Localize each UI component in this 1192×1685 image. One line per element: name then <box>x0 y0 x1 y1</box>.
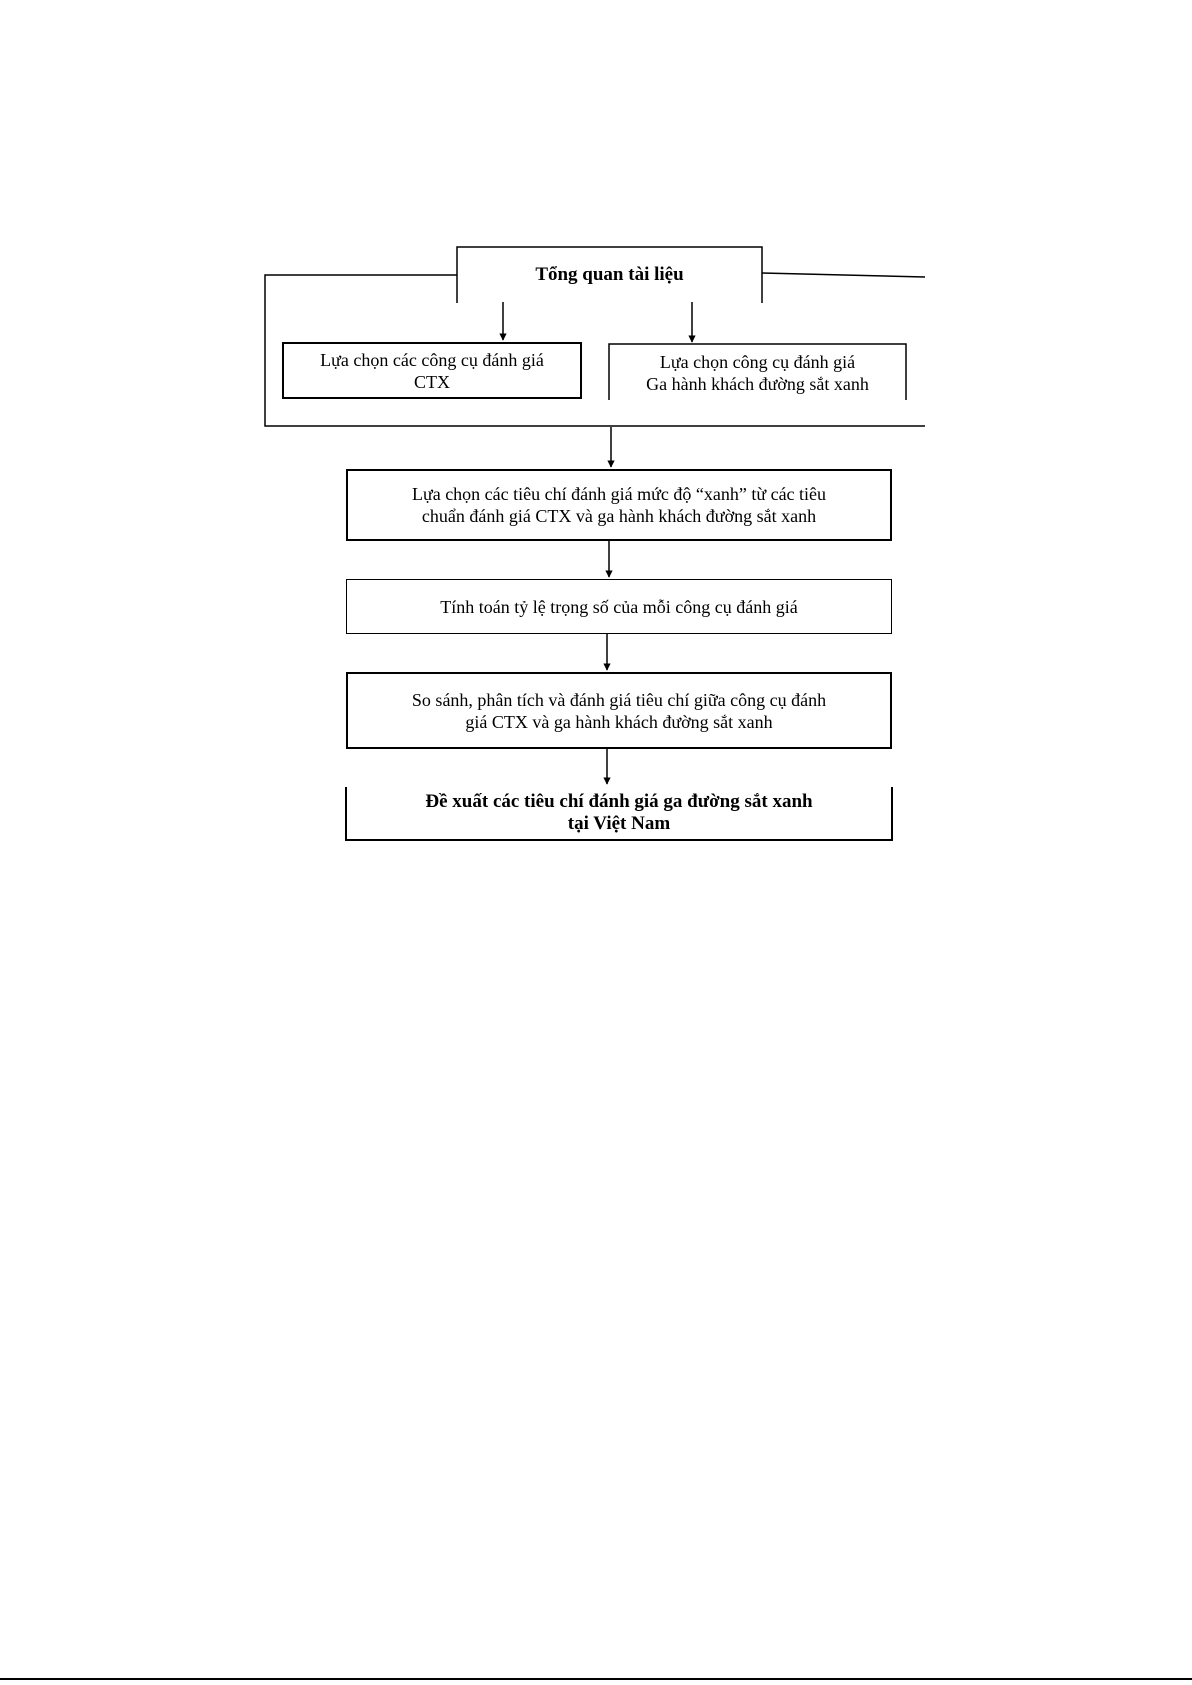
page-bottom-rule <box>0 1678 1192 1680</box>
compare-criteria-line2: giá CTX và ga hành khách đường sắt xanh <box>465 711 773 732</box>
select-ctx-tools-box: Lựa chọn các công cụ đánh giá CTX <box>282 342 582 399</box>
proposal-line2: tại Việt Nam <box>567 813 671 834</box>
overview-label: Tổng quan tài liệu <box>535 264 684 285</box>
proposal-line1: Đề xuất các tiêu chí đánh giá ga đường s… <box>425 791 813 812</box>
compare-criteria-box: So sánh, phân tích và đánh giá tiêu chí … <box>346 672 892 749</box>
select-station-tools-box: Lựa chọn công cụ đánh giá Ga hành khách … <box>611 346 904 400</box>
select-criteria-line2: chuẩn đánh giá CTX và ga hành khách đườn… <box>421 506 817 526</box>
compare-criteria-line1: So sánh, phân tích và đánh giá tiêu chí … <box>411 689 827 710</box>
select-station-tools-line1: Lựa chọn công cụ đánh giá <box>659 352 856 372</box>
proposal-box: Đề xuất các tiêu chí đánh giá ga đường s… <box>348 787 890 839</box>
group-frame-right <box>761 272 926 278</box>
weight-calculation-label: Tính toán tỷ lệ trọng số của mỗi công cụ… <box>440 596 798 617</box>
weight-calculation-box: Tính toán tỷ lệ trọng số của mỗi công cụ… <box>346 579 892 634</box>
select-criteria-line1: Lựa chọn các tiêu chí đánh giá mức độ “x… <box>411 484 827 504</box>
select-station-tools-line2: Ga hành khách đường sắt xanh <box>646 374 869 394</box>
select-criteria-box: Lựa chọn các tiêu chí đánh giá mức độ “x… <box>346 469 892 541</box>
overview-box: Tổng quan tài liệu <box>459 250 760 300</box>
select-ctx-tools-line2: CTX <box>414 371 450 392</box>
select-ctx-tools-line1: Lựa chọn các công cụ đánh giá <box>320 349 544 370</box>
